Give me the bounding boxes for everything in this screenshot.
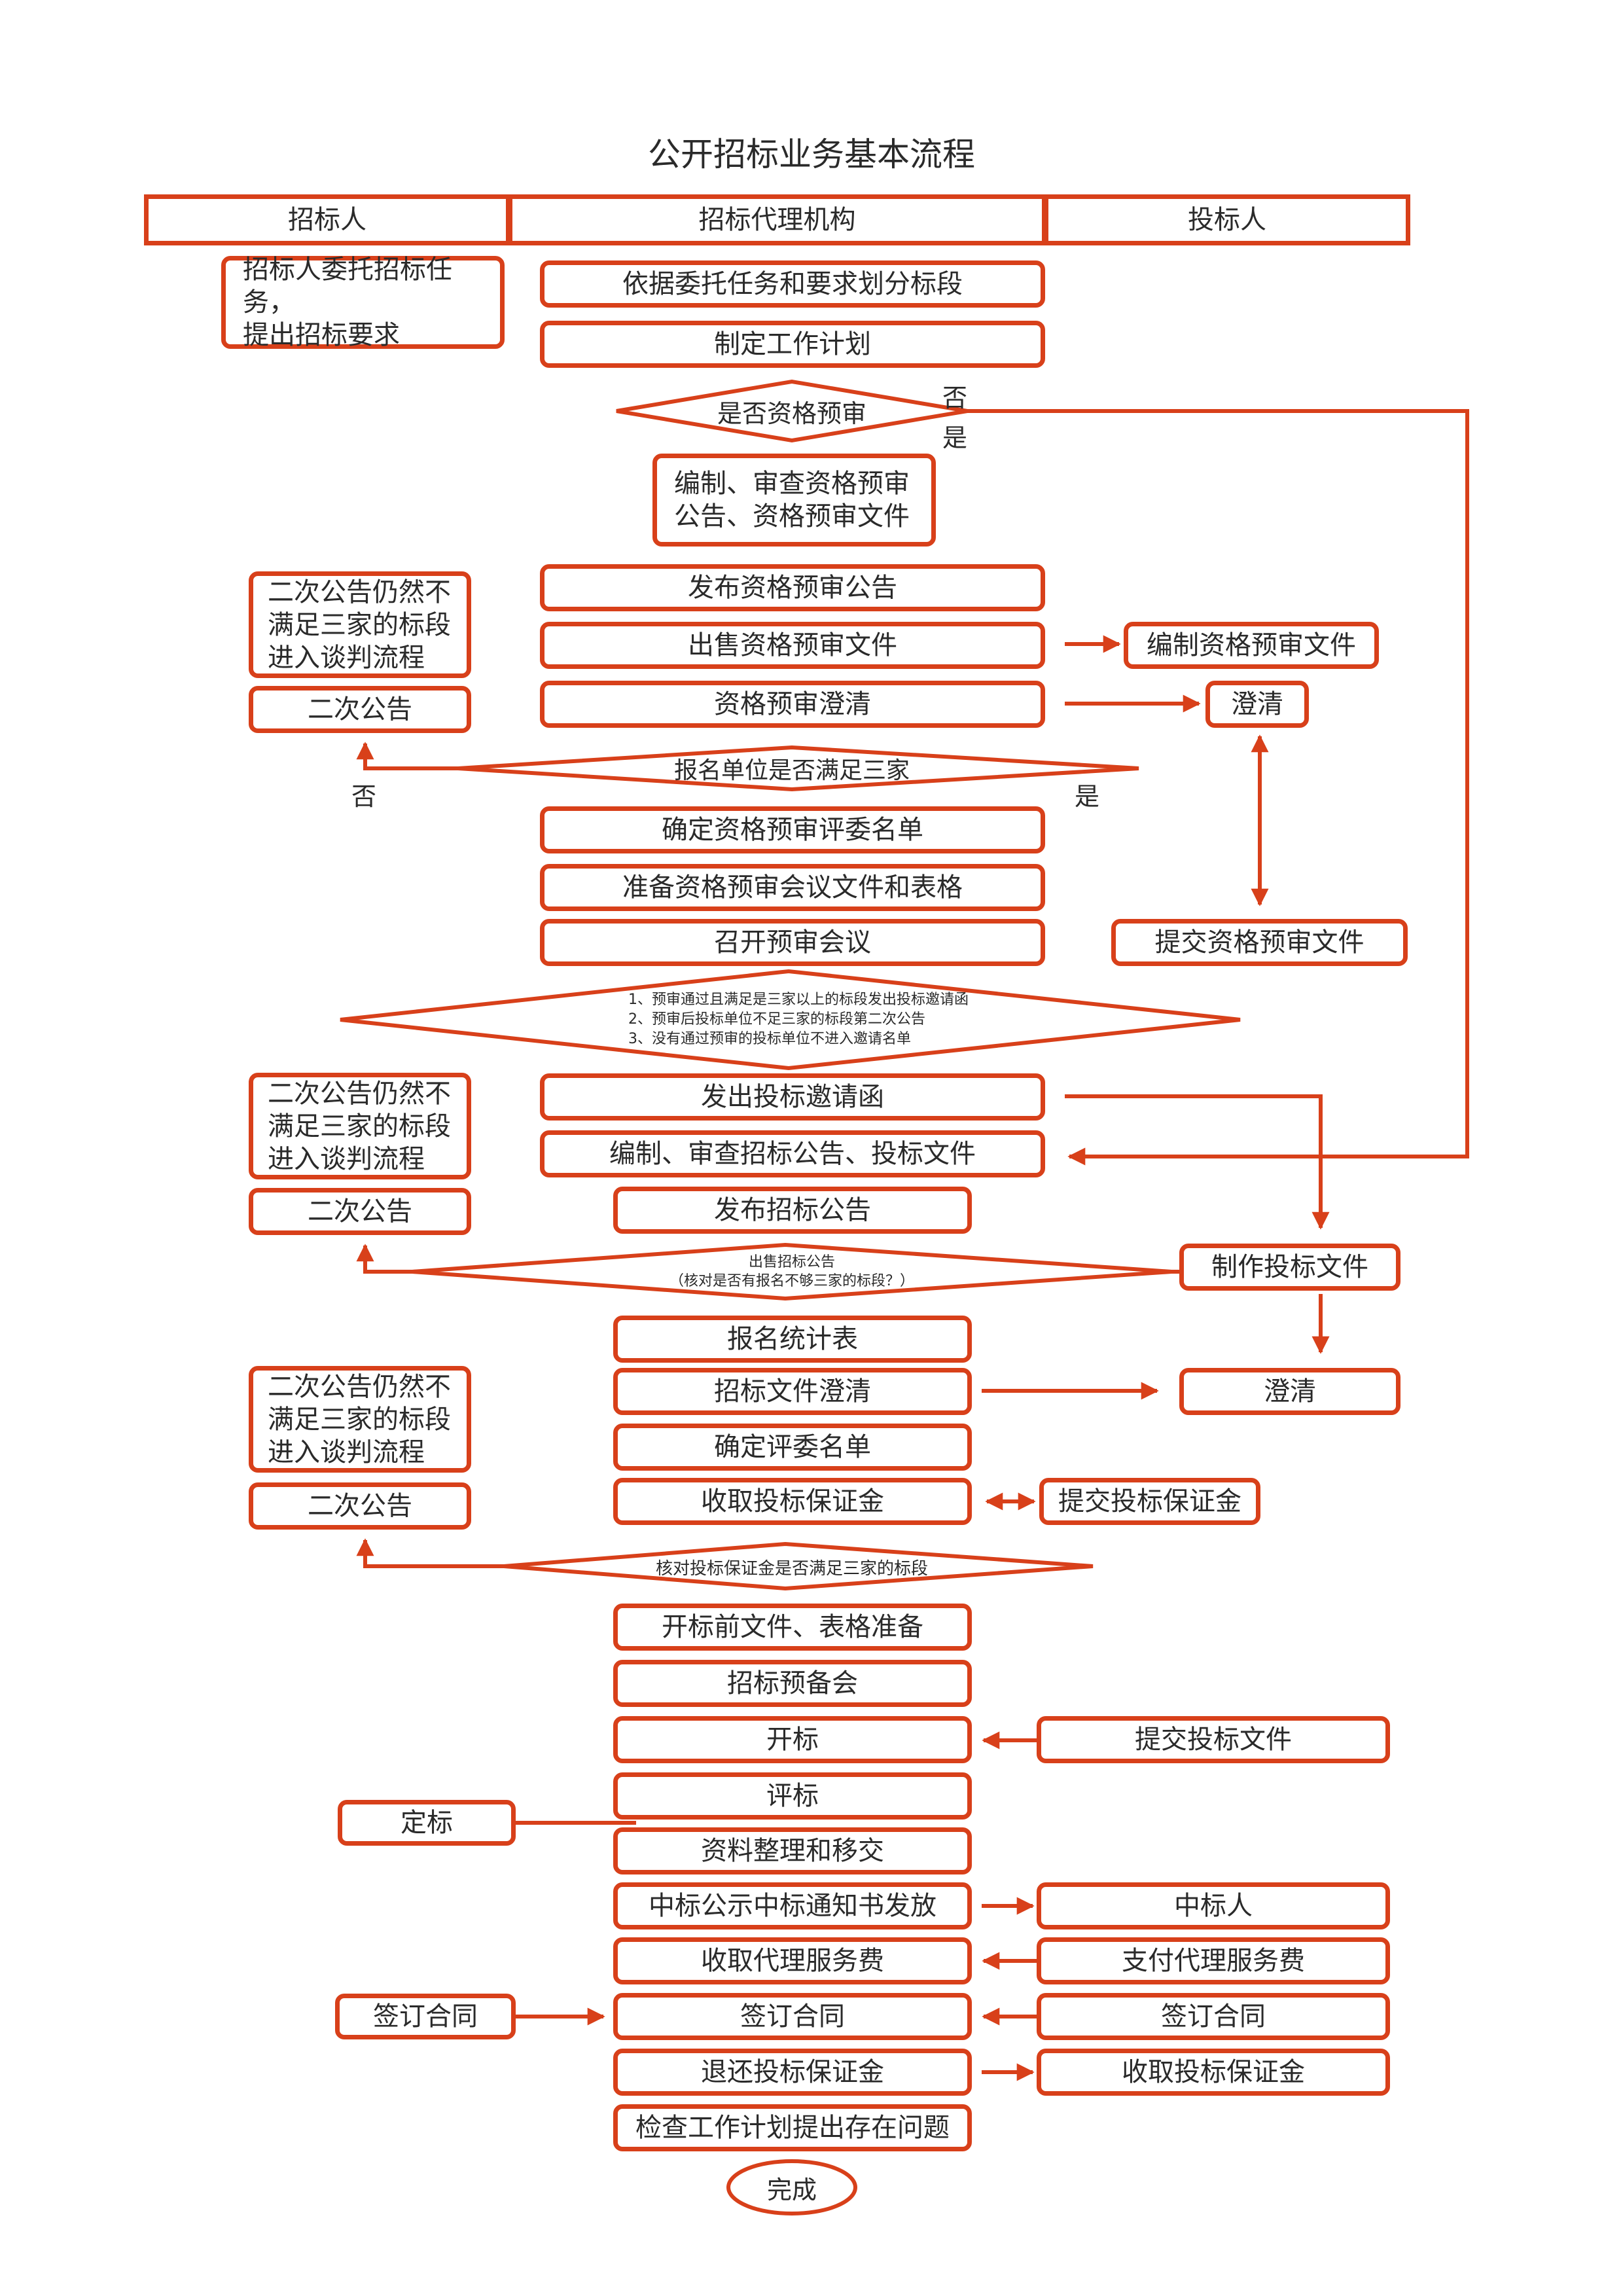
collect-bond-box: 收取投标保证金 xyxy=(613,1478,972,1525)
negotiation-box-1: 二次公告仍然不满足三家的标段进入谈判流程 xyxy=(249,571,471,678)
entrust-box: 招标人委托招标任务，提出招标要求 xyxy=(221,255,505,350)
page-title: 公开招标业务基本流程 xyxy=(648,135,975,173)
done-text: 完成 xyxy=(766,2175,817,2204)
second-notice-box-2: 二次公告 xyxy=(249,1188,471,1235)
sign-left-box: 签订合同 xyxy=(335,1994,516,2039)
publicity-box: 中标公示中标通知书发放 xyxy=(613,1882,972,1929)
clarify-bidder-box-1: 澄清 xyxy=(1205,681,1309,728)
lane-header-bidder: 投标人 xyxy=(1044,194,1410,245)
service-fee-box: 收取代理服务费 xyxy=(613,1937,972,1984)
sign-right-box: 签订合同 xyxy=(1037,1993,1390,2040)
sell-no-arrow xyxy=(356,1244,412,1274)
refund-bond-box: 退还投标保证金 xyxy=(613,2049,972,2096)
prepare-tender-box: 编制、审查招标公告、投标文件 xyxy=(540,1130,1045,1177)
prequal-docs-box: 准备资格预审会议文件和表格 xyxy=(540,864,1045,911)
bond-decision-diamond xyxy=(503,1541,1094,1591)
opening-box: 开标 xyxy=(613,1716,972,1763)
publish-prequal-box: 发布资格预审公告 xyxy=(540,564,1045,611)
pre-opening-box: 开标前文件、表格准备 xyxy=(613,1604,972,1651)
three-no-label: 否 xyxy=(351,782,377,811)
done-oval xyxy=(726,2159,857,2215)
plan-box: 制定工作计划 xyxy=(540,321,1045,368)
three-yes-label: 是 xyxy=(1075,782,1100,811)
panel-box: 确定评委名单 xyxy=(613,1424,972,1471)
bond-decision-text: 核对投标保证金是否满足三家的标段 xyxy=(655,1558,928,1579)
invitation-box: 发出投标邀请函 xyxy=(540,1073,1045,1121)
negotiation-box-2: 二次公告仍然不满足三家的标段进入谈判流程 xyxy=(249,1073,471,1179)
receive-bond-box: 收取投标保证金 xyxy=(1037,2049,1390,2096)
pre-meeting-box: 招标预备会 xyxy=(613,1660,972,1707)
submit-bid-box: 提交投标文件 xyxy=(1037,1716,1390,1763)
prequal-yes-label: 是 xyxy=(942,423,968,452)
bond-no-arrow xyxy=(356,1538,504,1568)
prequal-meeting-box: 召开预审会议 xyxy=(540,919,1045,966)
archive-box: 资料整理和移交 xyxy=(613,1827,972,1874)
lane-header-tenderer: 招标人 xyxy=(144,194,510,245)
make-bid-box: 制作投标文件 xyxy=(1179,1244,1400,1291)
submit-prequal-box: 提交资格预审文件 xyxy=(1111,919,1408,966)
second-notice-box-3: 二次公告 xyxy=(249,1482,471,1530)
three-decision-diamond xyxy=(457,745,1139,792)
second-notice-box-1: 二次公告 xyxy=(249,686,471,733)
divide-box: 依据委托任务和要求划分标段 xyxy=(540,260,1045,308)
pay-fee-box: 支付代理服务费 xyxy=(1037,1937,1390,1984)
evaluation-box: 评标 xyxy=(613,1772,972,1820)
clarify-prequal-box: 资格预审澄清 xyxy=(540,681,1045,728)
invitation-to-bid-arrow xyxy=(1065,1094,1330,1230)
sell-decision-text: 出售招标公告（核对是否有报名不够三家的标段？） xyxy=(669,1254,914,1289)
three-decision-text: 报名单位是否满足三家 xyxy=(673,757,910,784)
prequal-result-diamond xyxy=(340,969,1241,1071)
prepare-prequal-bidder-box: 编制资格预审文件 xyxy=(1124,622,1379,669)
clarify-bidder-box-2: 澄清 xyxy=(1179,1368,1400,1415)
no-prequal-bypass-line xyxy=(967,409,1469,1166)
negotiation-box-3: 二次公告仍然不满足三家的标段进入谈判流程 xyxy=(249,1366,471,1473)
review-box: 检查工作计划提出存在问题 xyxy=(613,2104,972,2151)
submit-bond-box: 提交投标保证金 xyxy=(1039,1478,1260,1525)
three-no-arrow xyxy=(356,742,458,770)
winner-box: 中标人 xyxy=(1037,1882,1390,1929)
sell-prequal-box: 出售资格预审文件 xyxy=(540,622,1045,669)
prepare-prequal-box: 编制、审查资格预审公告、资格预审文件 xyxy=(652,454,936,547)
prequal-panel-box: 确定资格预审评委名单 xyxy=(540,806,1045,853)
contract-box: 签订合同 xyxy=(613,1993,972,2040)
registration-stats-box: 报名统计表 xyxy=(613,1316,972,1363)
prequal-no-label: 否 xyxy=(942,384,968,412)
prequal-decision-text: 是否资格预审 xyxy=(717,399,866,428)
publish-tender-box: 发布招标公告 xyxy=(613,1187,972,1234)
clarify-tender-box: 招标文件澄清 xyxy=(613,1368,972,1415)
award-box: 定标 xyxy=(338,1800,516,1846)
lane-header-agency: 招标代理机构 xyxy=(508,194,1046,245)
